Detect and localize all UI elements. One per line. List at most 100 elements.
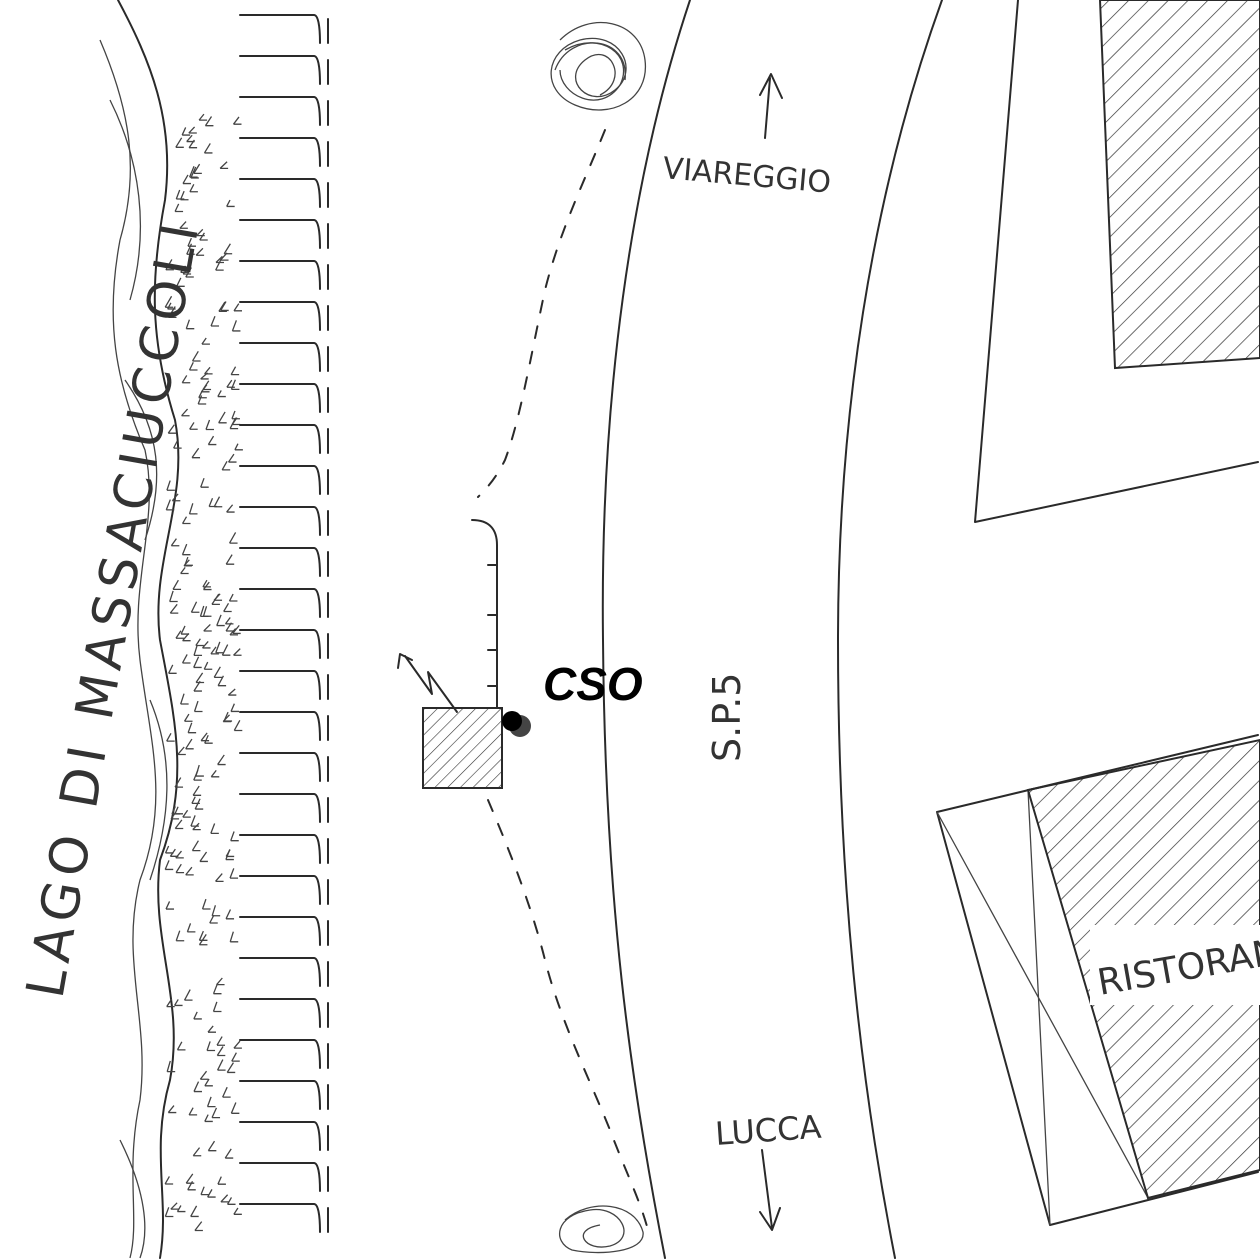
marsh-mark [181, 408, 190, 417]
marsh-mark [164, 1176, 174, 1185]
marsh-mark [222, 1086, 231, 1098]
marsh-mark [200, 372, 209, 380]
marsh-mark [230, 379, 240, 390]
marsh-mark [217, 1176, 226, 1185]
marsh-mark [219, 161, 229, 170]
marsh-mark [179, 221, 188, 229]
marsh-mark [182, 267, 192, 275]
marsh-mark [216, 1046, 226, 1057]
marsh-mark [232, 116, 242, 125]
marsh-mark [200, 477, 209, 488]
marsh-mark [224, 1148, 234, 1159]
marsh-mark [166, 732, 175, 742]
marsh-mark [223, 602, 232, 613]
marsh-mark [188, 1107, 198, 1116]
marsh-mark [233, 1040, 242, 1049]
marsh-mark [171, 493, 181, 502]
marsh-mark [221, 644, 231, 656]
marsh-mark [215, 258, 224, 271]
marsh-mark [176, 1205, 186, 1213]
tree-north [550, 21, 646, 111]
marsh-mark [175, 930, 185, 942]
marsh-mark [189, 184, 198, 193]
marsh-mark [180, 625, 190, 635]
marsh-mark [202, 606, 212, 617]
marsh-mark [206, 1041, 216, 1052]
marsh-mark [224, 617, 234, 625]
marsh-mark [175, 137, 184, 148]
marsh-mark [169, 603, 179, 614]
marsh-mark [186, 923, 196, 933]
marsh-mark [164, 1207, 174, 1218]
reed-mark [239, 834, 329, 864]
marsh-mark [168, 664, 177, 674]
building-northeast [1098, 0, 1260, 370]
reed-mark [239, 547, 329, 577]
marsh-mark [229, 628, 238, 636]
marsh-mark [202, 579, 211, 588]
reed-mark [239, 752, 329, 782]
marsh-mark [218, 411, 227, 424]
marsh-mark [210, 646, 219, 655]
marsh-mark [204, 116, 214, 127]
marsh-mark [204, 734, 213, 744]
marsh-mark [180, 566, 189, 575]
marsh-mark [232, 624, 241, 635]
marsh-mark [166, 480, 175, 491]
marsh-mark [198, 113, 208, 121]
reed-mark [239, 383, 329, 413]
marsh-mark [181, 127, 191, 136]
marsh-mark [193, 645, 203, 657]
marsh-mark [226, 504, 235, 513]
marsh-mark [228, 593, 238, 602]
marsh-mark [193, 1011, 202, 1020]
marsh-mark [182, 809, 191, 818]
marsh-mark [216, 1036, 226, 1046]
marsh-mark [203, 581, 212, 591]
marsh-mark [191, 840, 201, 852]
reed-mark [239, 1039, 329, 1069]
marsh-mark [185, 319, 195, 330]
marsh-mark [230, 366, 240, 376]
marsh-mark [187, 722, 197, 734]
marsh-mark [177, 746, 186, 756]
marsh-mark [215, 873, 224, 882]
marsh-mark [216, 1059, 226, 1071]
marsh-mark [227, 453, 237, 463]
marsh-mark [188, 362, 198, 371]
marsh-mark [201, 337, 210, 345]
marsh-mark [180, 693, 189, 705]
marsh-mark [198, 934, 208, 946]
marsh-mark [202, 380, 212, 391]
marsh-mark [203, 661, 213, 670]
marsh-mark [210, 823, 219, 835]
marsh-mark [211, 905, 221, 917]
lucca-label: LUCCA [714, 1108, 823, 1153]
marsh-mark [181, 654, 191, 664]
marsh-mark [174, 999, 183, 1007]
reed-mark [239, 506, 329, 536]
building-northeast-outline [974, 0, 1259, 523]
marsh-mark [229, 417, 239, 430]
marsh-mark [233, 303, 242, 312]
marsh-mark [191, 447, 201, 459]
marsh-mark [200, 1186, 210, 1196]
reed-mark [239, 14, 329, 44]
reed-mark [239, 1203, 329, 1233]
marsh-mark [229, 931, 239, 943]
marsh-mark [233, 648, 242, 656]
marsh-mark [213, 496, 223, 508]
marsh-mark [167, 424, 177, 434]
marsh-mark [183, 989, 193, 1001]
marsh-mark [176, 1041, 186, 1051]
reed-mark [239, 629, 329, 659]
marsh-mark [195, 672, 205, 684]
marsh-mark [193, 656, 202, 669]
reed-mark [239, 424, 329, 454]
marsh-mark [195, 638, 204, 647]
arrow-up-icon [759, 73, 783, 139]
lake-shoreline [99, 0, 180, 1259]
marsh-mark [231, 417, 241, 426]
